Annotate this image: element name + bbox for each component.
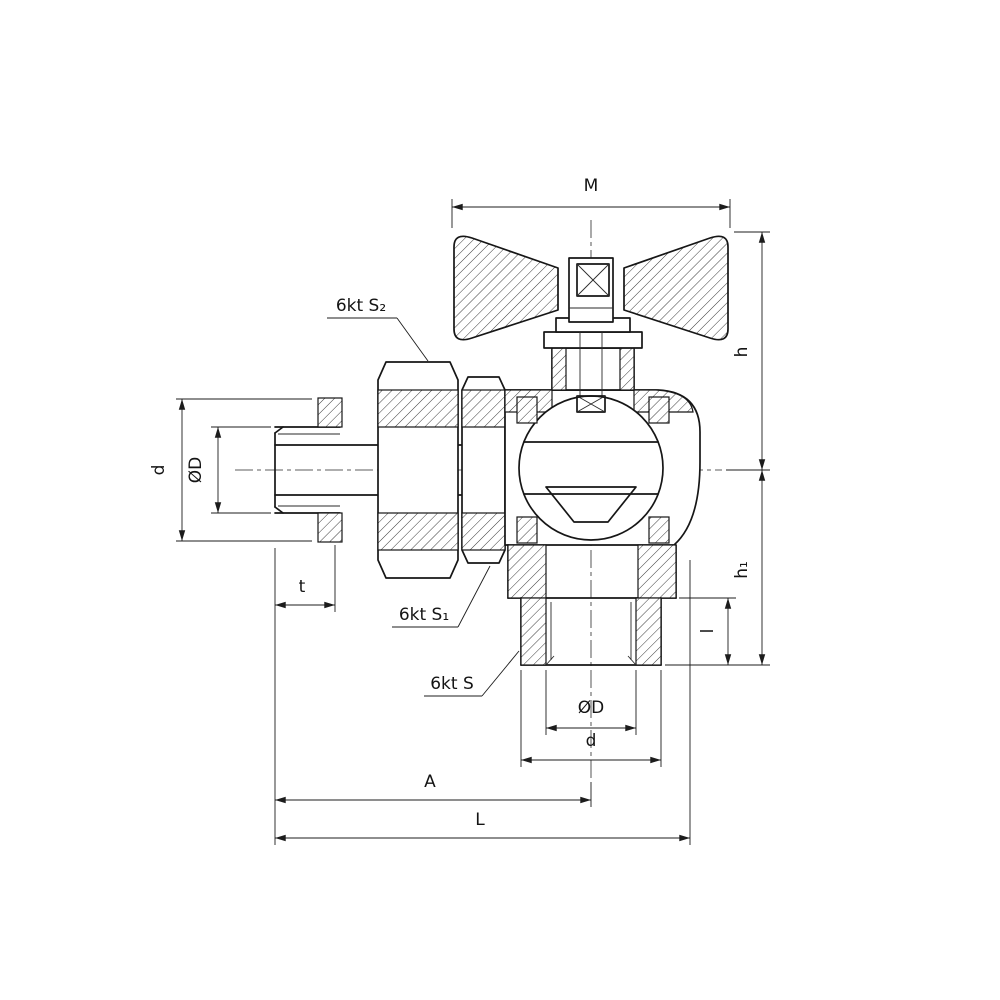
handle-left-wing bbox=[453, 235, 559, 341]
ball bbox=[518, 395, 664, 541]
dim-label-d-outlet: d bbox=[586, 731, 597, 751]
bonnet-stem bbox=[543, 257, 643, 413]
dim-h1: h₁ bbox=[665, 470, 770, 666]
seat-ring bbox=[516, 396, 538, 424]
dim-label-a: A bbox=[424, 772, 436, 792]
callout-label-hex-s1: 6kt S₁ bbox=[399, 605, 449, 625]
seat-ring bbox=[648, 396, 670, 424]
callout-hex-s1: 6kt S₁ bbox=[392, 565, 491, 628]
dim-l-overall: L bbox=[275, 560, 691, 845]
dim-a: A bbox=[275, 772, 592, 807]
dim-d-outlet: d bbox=[520, 670, 662, 767]
butterfly-handle bbox=[453, 235, 729, 341]
dim-od-outlet: ØD bbox=[545, 670, 637, 735]
dim-label-m: M bbox=[584, 176, 599, 196]
dimension-annotations: M h h₁ d ØD bbox=[149, 176, 770, 845]
callout-hex-s2: 6kt S₂ bbox=[327, 296, 429, 362]
ball-port bbox=[545, 486, 637, 523]
dim-label-h: h bbox=[732, 347, 752, 358]
dim-label-t: t bbox=[299, 577, 306, 597]
body-inlet-hex bbox=[461, 376, 506, 564]
union-nut bbox=[377, 361, 459, 579]
valve-body bbox=[504, 389, 701, 546]
outlet-port bbox=[507, 544, 677, 666]
callout-label-hex-s: 6kt S bbox=[430, 674, 474, 694]
inlet-union bbox=[274, 361, 520, 579]
dim-label-od-outlet: ØD bbox=[578, 698, 604, 718]
dim-l-small: l bbox=[679, 597, 736, 665]
dim-label-l-overall: L bbox=[475, 810, 485, 830]
dim-M: M bbox=[451, 176, 731, 228]
dim-label-d-inlet: d bbox=[149, 465, 169, 476]
seat-ring bbox=[516, 516, 538, 544]
dim-label-h1: h₁ bbox=[732, 561, 752, 579]
dim-od-inlet: ØD bbox=[186, 426, 271, 514]
hex-callouts: 6kt S₂ 6kt S₁ 6kt S bbox=[327, 296, 520, 697]
dim-label-od-inlet: ØD bbox=[186, 457, 206, 483]
dim-label-l-small: l bbox=[698, 629, 718, 634]
handle-right-wing bbox=[623, 235, 729, 341]
seat-ring bbox=[648, 516, 670, 544]
dim-d-inlet: d bbox=[149, 398, 312, 542]
callout-label-hex-s2: 6kt S₂ bbox=[336, 296, 386, 316]
callout-hex-s: 6kt S bbox=[424, 650, 520, 697]
dim-t: t bbox=[274, 545, 336, 845]
